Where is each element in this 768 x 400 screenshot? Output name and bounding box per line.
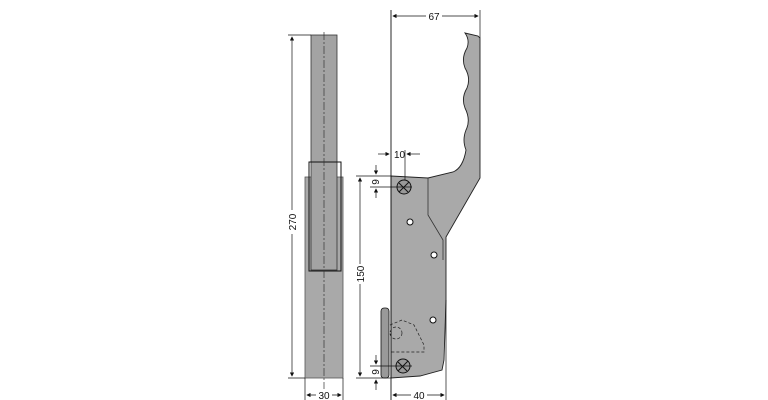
rivet [429, 316, 437, 324]
rivet [430, 251, 438, 259]
dim-40: 40 [413, 391, 425, 400]
dim-30: 30 [318, 391, 330, 400]
dim-150: 150 [356, 265, 367, 282]
rivet [406, 218, 414, 226]
dim-270: 270 [288, 213, 299, 230]
inner-slot [308, 161, 342, 272]
dim-9-top: 9 [371, 179, 382, 185]
keeper-plate [380, 307, 390, 379]
dim-10: 10 [394, 150, 406, 161]
dim-67: 67 [428, 12, 440, 23]
front-view: 270 30 [286, 32, 344, 400]
side-view: 67 10 150 9 9 40 [354, 10, 481, 400]
dim-9-bottom: 9 [371, 369, 382, 375]
latch-body [390, 32, 481, 379]
